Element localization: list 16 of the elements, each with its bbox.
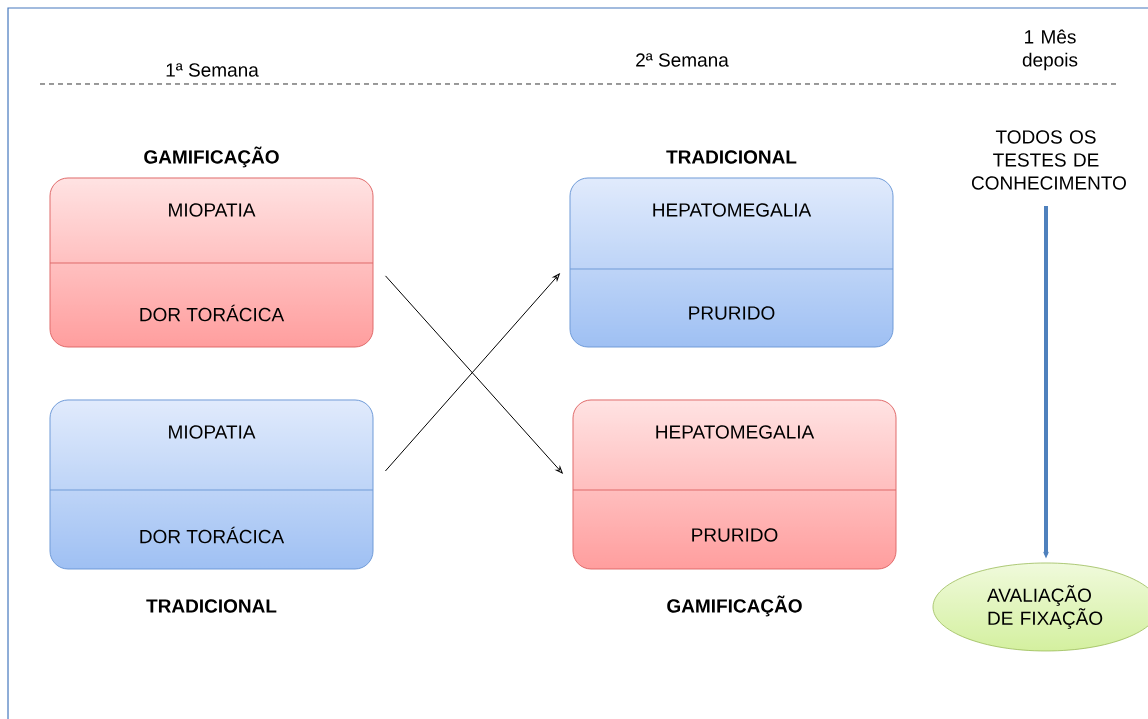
box-section: HEPATOMEGALIA xyxy=(653,203,812,217)
box-section: DOR TORÁCICA xyxy=(140,304,285,322)
box-section: DOR TORÁCICA xyxy=(140,526,285,544)
box-section: HEPATOMEGALIA xyxy=(656,425,815,439)
step-text: TODOS OS TESTES DE CONHECIMENTO xyxy=(971,130,1126,190)
box-section: MIOPATIA xyxy=(169,425,256,439)
box-heading: TRADICIONAL xyxy=(666,150,797,164)
box-section: PRURIDO xyxy=(689,306,775,320)
timeline-label: 1 Mês depois xyxy=(1022,29,1078,71)
box-section: MIOPATIA xyxy=(169,203,256,217)
box-heading: TRADICIONAL xyxy=(146,599,277,613)
timeline-label: 2ª Semana xyxy=(636,53,729,67)
box-heading: GAMIFICAÇÃO xyxy=(144,146,279,168)
box-heading: GAMIFICAÇÃO xyxy=(667,595,802,617)
timeline-label: 1ª Semana xyxy=(166,63,259,77)
box-section: PRURIDO xyxy=(692,528,778,542)
